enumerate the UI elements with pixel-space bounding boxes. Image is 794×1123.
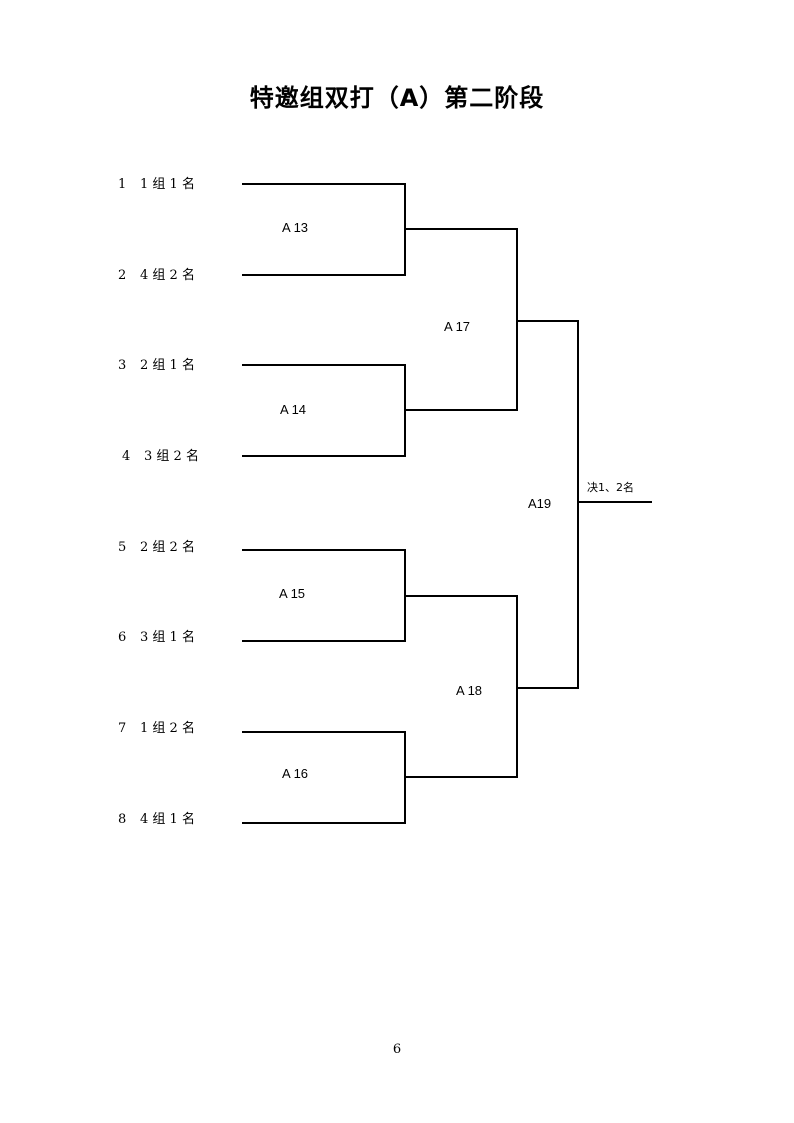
entry-7: 7 1 组 2 名 xyxy=(118,721,195,737)
entry-label: 1 组 2 名 xyxy=(140,721,195,736)
entry-number: 3 xyxy=(118,358,127,373)
entry-3: 3 2 组 1 名 xyxy=(118,358,195,374)
match-label-a14: A 14 xyxy=(280,402,307,417)
entry-label: 3 组 1 名 xyxy=(140,630,195,645)
entry-1: 1 1 组 1 名 xyxy=(118,177,195,193)
match-label-a15: A 15 xyxy=(279,586,306,601)
entry-label: 1 组 1 名 xyxy=(140,177,195,192)
entry-number: 1 xyxy=(118,177,127,192)
entry-2: 2 4 组 2 名 xyxy=(118,268,195,284)
entry-number: 2 xyxy=(118,268,127,283)
entry-label: 4 组 2 名 xyxy=(140,268,195,283)
match-label-a19: A19 xyxy=(528,496,552,511)
entry-number: 6 xyxy=(118,630,127,645)
page-number: 6 xyxy=(392,1042,402,1057)
entry-number: 5 xyxy=(118,540,127,555)
entry-number: 4 xyxy=(122,449,131,464)
entry-number: 8 xyxy=(118,812,127,827)
match-label-a13: A 13 xyxy=(282,220,309,235)
entry-label: 2 组 2 名 xyxy=(140,540,195,555)
match-label-a17: A 17 xyxy=(444,319,471,334)
entry-8: 8 4 组 1 名 xyxy=(118,812,195,828)
entry-number: 7 xyxy=(118,721,127,736)
entry-4: 4 3 组 2 名 xyxy=(122,449,199,465)
match-label-a16: A 16 xyxy=(282,766,309,781)
entry-label: 3 组 2 名 xyxy=(144,449,199,464)
entry-label: 2 组 1 名 xyxy=(140,358,195,373)
final-result-label: 决1、2名 xyxy=(587,481,634,494)
entry-6: 6 3 组 1 名 xyxy=(118,630,195,646)
page-title: 特邀组双打（A）第二阶段 xyxy=(249,84,545,112)
entry-5: 5 2 组 2 名 xyxy=(118,540,195,556)
match-label-a18: A 18 xyxy=(456,683,483,698)
entry-label: 4 组 1 名 xyxy=(140,812,195,827)
